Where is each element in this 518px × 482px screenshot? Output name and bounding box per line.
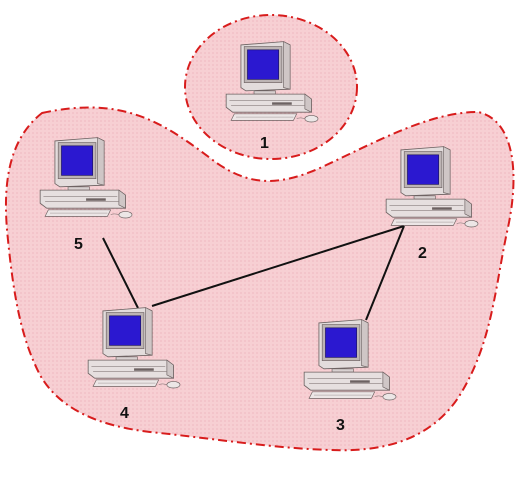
node-label-4: 4 (120, 405, 129, 422)
link-4-2 (151, 225, 405, 307)
node-label-5: 5 (74, 236, 83, 253)
node-label-1: 1 (260, 135, 269, 152)
link-5-4 (102, 237, 139, 309)
node-label-3: 3 (336, 417, 345, 434)
node-label-2: 2 (418, 245, 427, 262)
network-links (102, 225, 405, 321)
link-2-3 (365, 225, 405, 321)
